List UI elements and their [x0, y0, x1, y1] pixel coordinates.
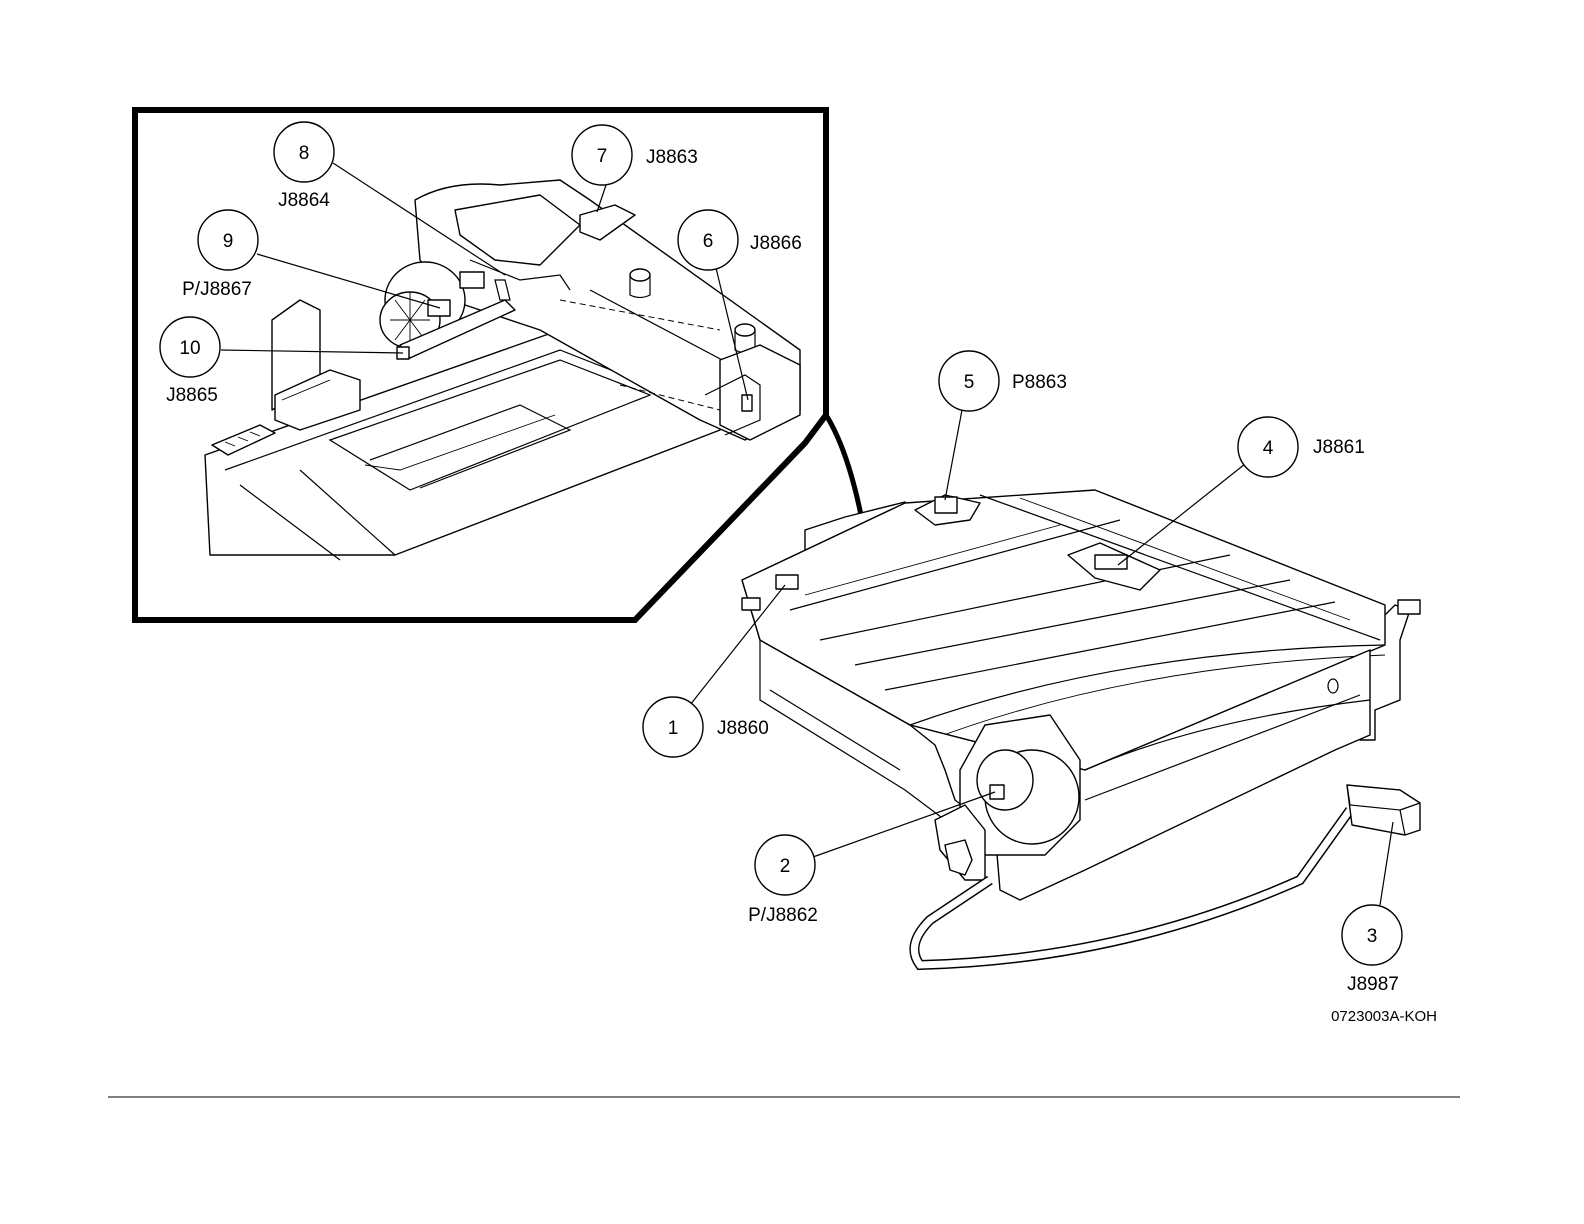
connector-label: J8865 [166, 385, 218, 406]
callout-number: 4 [1263, 438, 1274, 459]
callout-number: 6 [703, 231, 714, 252]
callout-7: 7 J8863 [572, 125, 698, 185]
callout-number: 10 [179, 338, 200, 359]
callout-6: 6 J8866 [678, 210, 802, 270]
callout-number: 7 [597, 146, 608, 167]
callout-number: 9 [223, 231, 234, 252]
callout-4: 4 J8861 [1238, 417, 1365, 477]
connector-label: P8863 [1012, 372, 1067, 393]
callout-8: 8 J8864 [274, 122, 334, 211]
inset-pointer [826, 415, 862, 520]
callout-number: 5 [964, 372, 975, 393]
callout-5: 5 P8863 [939, 351, 1067, 411]
callout-9: 9 P/J8867 [182, 210, 258, 300]
callout-1: 1 J8860 [643, 697, 769, 757]
connector-label: J8987 [1347, 974, 1399, 995]
callout-number: 8 [299, 143, 310, 164]
connector-label: J8863 [646, 147, 698, 168]
callout-number: 3 [1367, 926, 1378, 947]
connector-label: J8866 [750, 233, 802, 254]
callout-3: 3 J8987 [1342, 905, 1402, 995]
callout-10: 10 J8865 [160, 317, 220, 406]
connector-label: J8864 [278, 190, 330, 211]
connector-label: J8860 [717, 718, 769, 739]
callout-number: 1 [668, 718, 679, 739]
main-assembly [742, 490, 1420, 900]
callout-2: 2 P/J8862 [748, 835, 818, 926]
detail-inset [135, 110, 862, 620]
callout-number: 2 [780, 856, 791, 877]
connector-label: P/J8862 [748, 905, 818, 926]
connector-label: P/J8867 [182, 279, 252, 300]
figure-id: 0723003A-KOH [1331, 1008, 1437, 1025]
connector-label: J8861 [1313, 437, 1365, 458]
